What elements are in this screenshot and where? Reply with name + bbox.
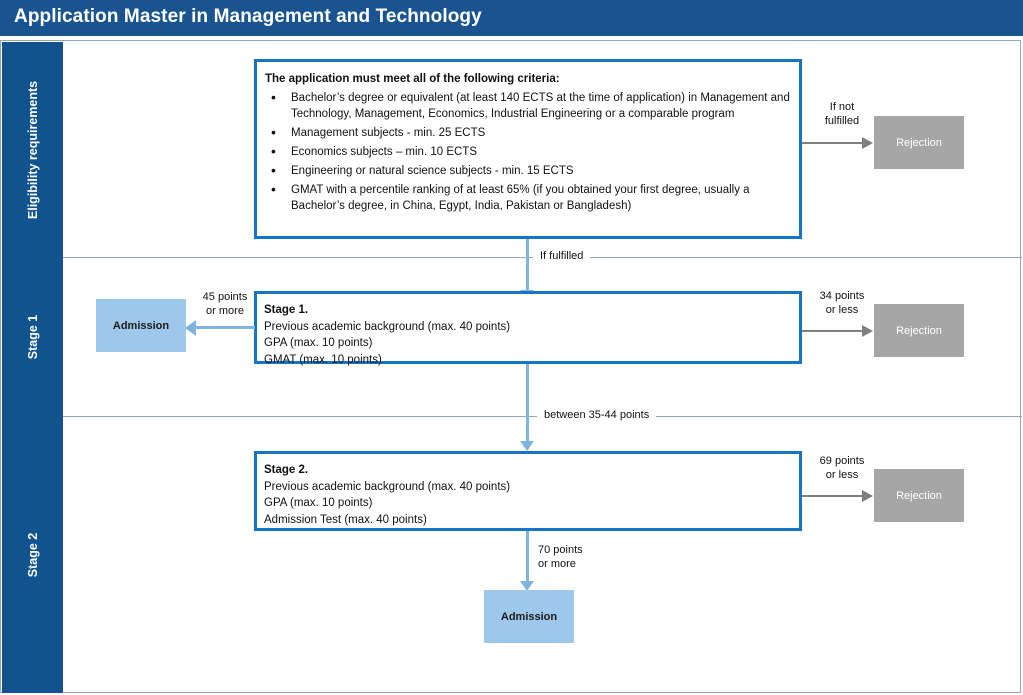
connector-stage1-to-stage2 bbox=[526, 364, 529, 449]
sidebar-item-stage-2: Stage 2 bbox=[2, 416, 63, 693]
connector-label-34-points-or-less: 34 points or less bbox=[809, 289, 875, 317]
rejection-label: Rejection bbox=[896, 489, 942, 502]
list-item: Engineering or natural science subjects … bbox=[265, 162, 791, 179]
stage2-line-3: Admission Test (max. 40 points) bbox=[264, 513, 427, 526]
rejection-box-stage1: Rejection bbox=[874, 304, 964, 357]
label-line-1: 70 points bbox=[538, 544, 583, 556]
connector-label-69-points-or-less: 69 points or less bbox=[809, 454, 875, 482]
label-line-2: or more bbox=[538, 558, 576, 570]
sidebar-item-label: Stage 2 bbox=[25, 532, 40, 577]
admission-label: Admission bbox=[112, 319, 170, 332]
stage1-title: Stage 1. bbox=[264, 304, 309, 316]
stage1-box: Stage 1. Previous academic background (m… bbox=[254, 291, 802, 366]
connector-eligibility-to-rejection bbox=[802, 142, 864, 144]
sidebar-item-label: Eligibility requirements bbox=[25, 80, 40, 219]
eligibility-heading: The application must meet all of the fol… bbox=[265, 73, 560, 85]
sidebar-item-stage-1: Stage 1 bbox=[2, 257, 63, 416]
stage1-line-1: Previous academic background (max. 40 po… bbox=[264, 320, 511, 333]
list-item: Management subjects - min. 25 ECTS bbox=[265, 124, 791, 141]
arrowhead-stage2-admission bbox=[520, 581, 534, 591]
title-bar: Application Master in Management and Tec… bbox=[0, 0, 1023, 36]
connector-stage2-to-admission bbox=[526, 531, 529, 588]
arrowhead-eligibility-rejection bbox=[862, 137, 873, 149]
label-line-2: or more bbox=[206, 305, 244, 317]
arrowhead-stage1-rejection bbox=[862, 325, 873, 337]
connector-label-between-35-44-points: between 35-44 points bbox=[537, 409, 657, 421]
arrowhead-stage1-stage2 bbox=[520, 441, 534, 451]
list-item: Economics subjects – min. 10 ECTS bbox=[265, 143, 791, 160]
connector-label-70-points-or-more: 70 points or more bbox=[538, 543, 610, 571]
rejection-box-stage2: Rejection bbox=[874, 469, 964, 522]
admission-label: Admission bbox=[500, 610, 558, 623]
diagram-frame: Eligibility requirements Stage 1 Stage 2… bbox=[0, 40, 1022, 693]
stage2-title: Stage 2. bbox=[264, 464, 309, 476]
arrowhead-stage2-rejection bbox=[862, 490, 873, 502]
label-line-1: 69 points bbox=[819, 455, 865, 467]
connector-stage1-to-rejection bbox=[802, 330, 864, 332]
label-line-2: or less bbox=[825, 469, 859, 481]
label-line-1: 34 points bbox=[819, 290, 865, 302]
stage1-line-3: GMAT (max. 10 points) bbox=[264, 353, 382, 366]
list-item: Bachelor’s degree or equivalent (at leas… bbox=[265, 89, 791, 122]
label-line-2: or less bbox=[825, 304, 859, 316]
connector-label-if-not-fulfilled: If not fulfilled bbox=[809, 100, 875, 128]
label-line-1: If not bbox=[829, 101, 855, 113]
sidebar-item-label: Stage 1 bbox=[25, 314, 40, 359]
connector-stage2-to-rejection bbox=[802, 495, 864, 497]
connector-label-if-fulfilled: If fulfilled bbox=[533, 250, 591, 262]
admission-box-final: Admission bbox=[484, 590, 574, 643]
stage1-line-2: GPA (max. 10 points) bbox=[264, 337, 373, 349]
rejection-box-eligibility: Rejection bbox=[874, 116, 964, 169]
admission-box-stage1: Admission bbox=[96, 299, 186, 352]
eligibility-criteria-box: The application must meet all of the fol… bbox=[254, 59, 802, 239]
eligibility-criteria-list: Bachelor’s degree or equivalent (at leas… bbox=[265, 89, 791, 214]
arrowhead-stage1-admission bbox=[185, 320, 196, 336]
connector-label-45-points-or-more: 45 points or more bbox=[191, 290, 259, 318]
sidebar-item-eligibility-requirements: Eligibility requirements bbox=[2, 42, 63, 257]
rejection-label: Rejection bbox=[896, 136, 942, 149]
stage2-line-1: Previous academic background (max. 40 po… bbox=[264, 480, 511, 493]
label-line-2: fulfilled bbox=[824, 115, 860, 127]
connector-eligibility-to-stage1 bbox=[526, 239, 529, 297]
page-title: Application Master in Management and Tec… bbox=[14, 6, 482, 27]
list-item: GMAT with a percentile ranking of at lea… bbox=[265, 181, 791, 214]
stage2-box: Stage 2. Previous academic background (m… bbox=[254, 451, 802, 531]
stage2-line-2: GPA (max. 10 points) bbox=[264, 497, 373, 509]
connector-stage1-to-admission bbox=[195, 326, 255, 329]
label-line-1: 45 points bbox=[202, 291, 248, 303]
rejection-label: Rejection bbox=[896, 324, 942, 337]
